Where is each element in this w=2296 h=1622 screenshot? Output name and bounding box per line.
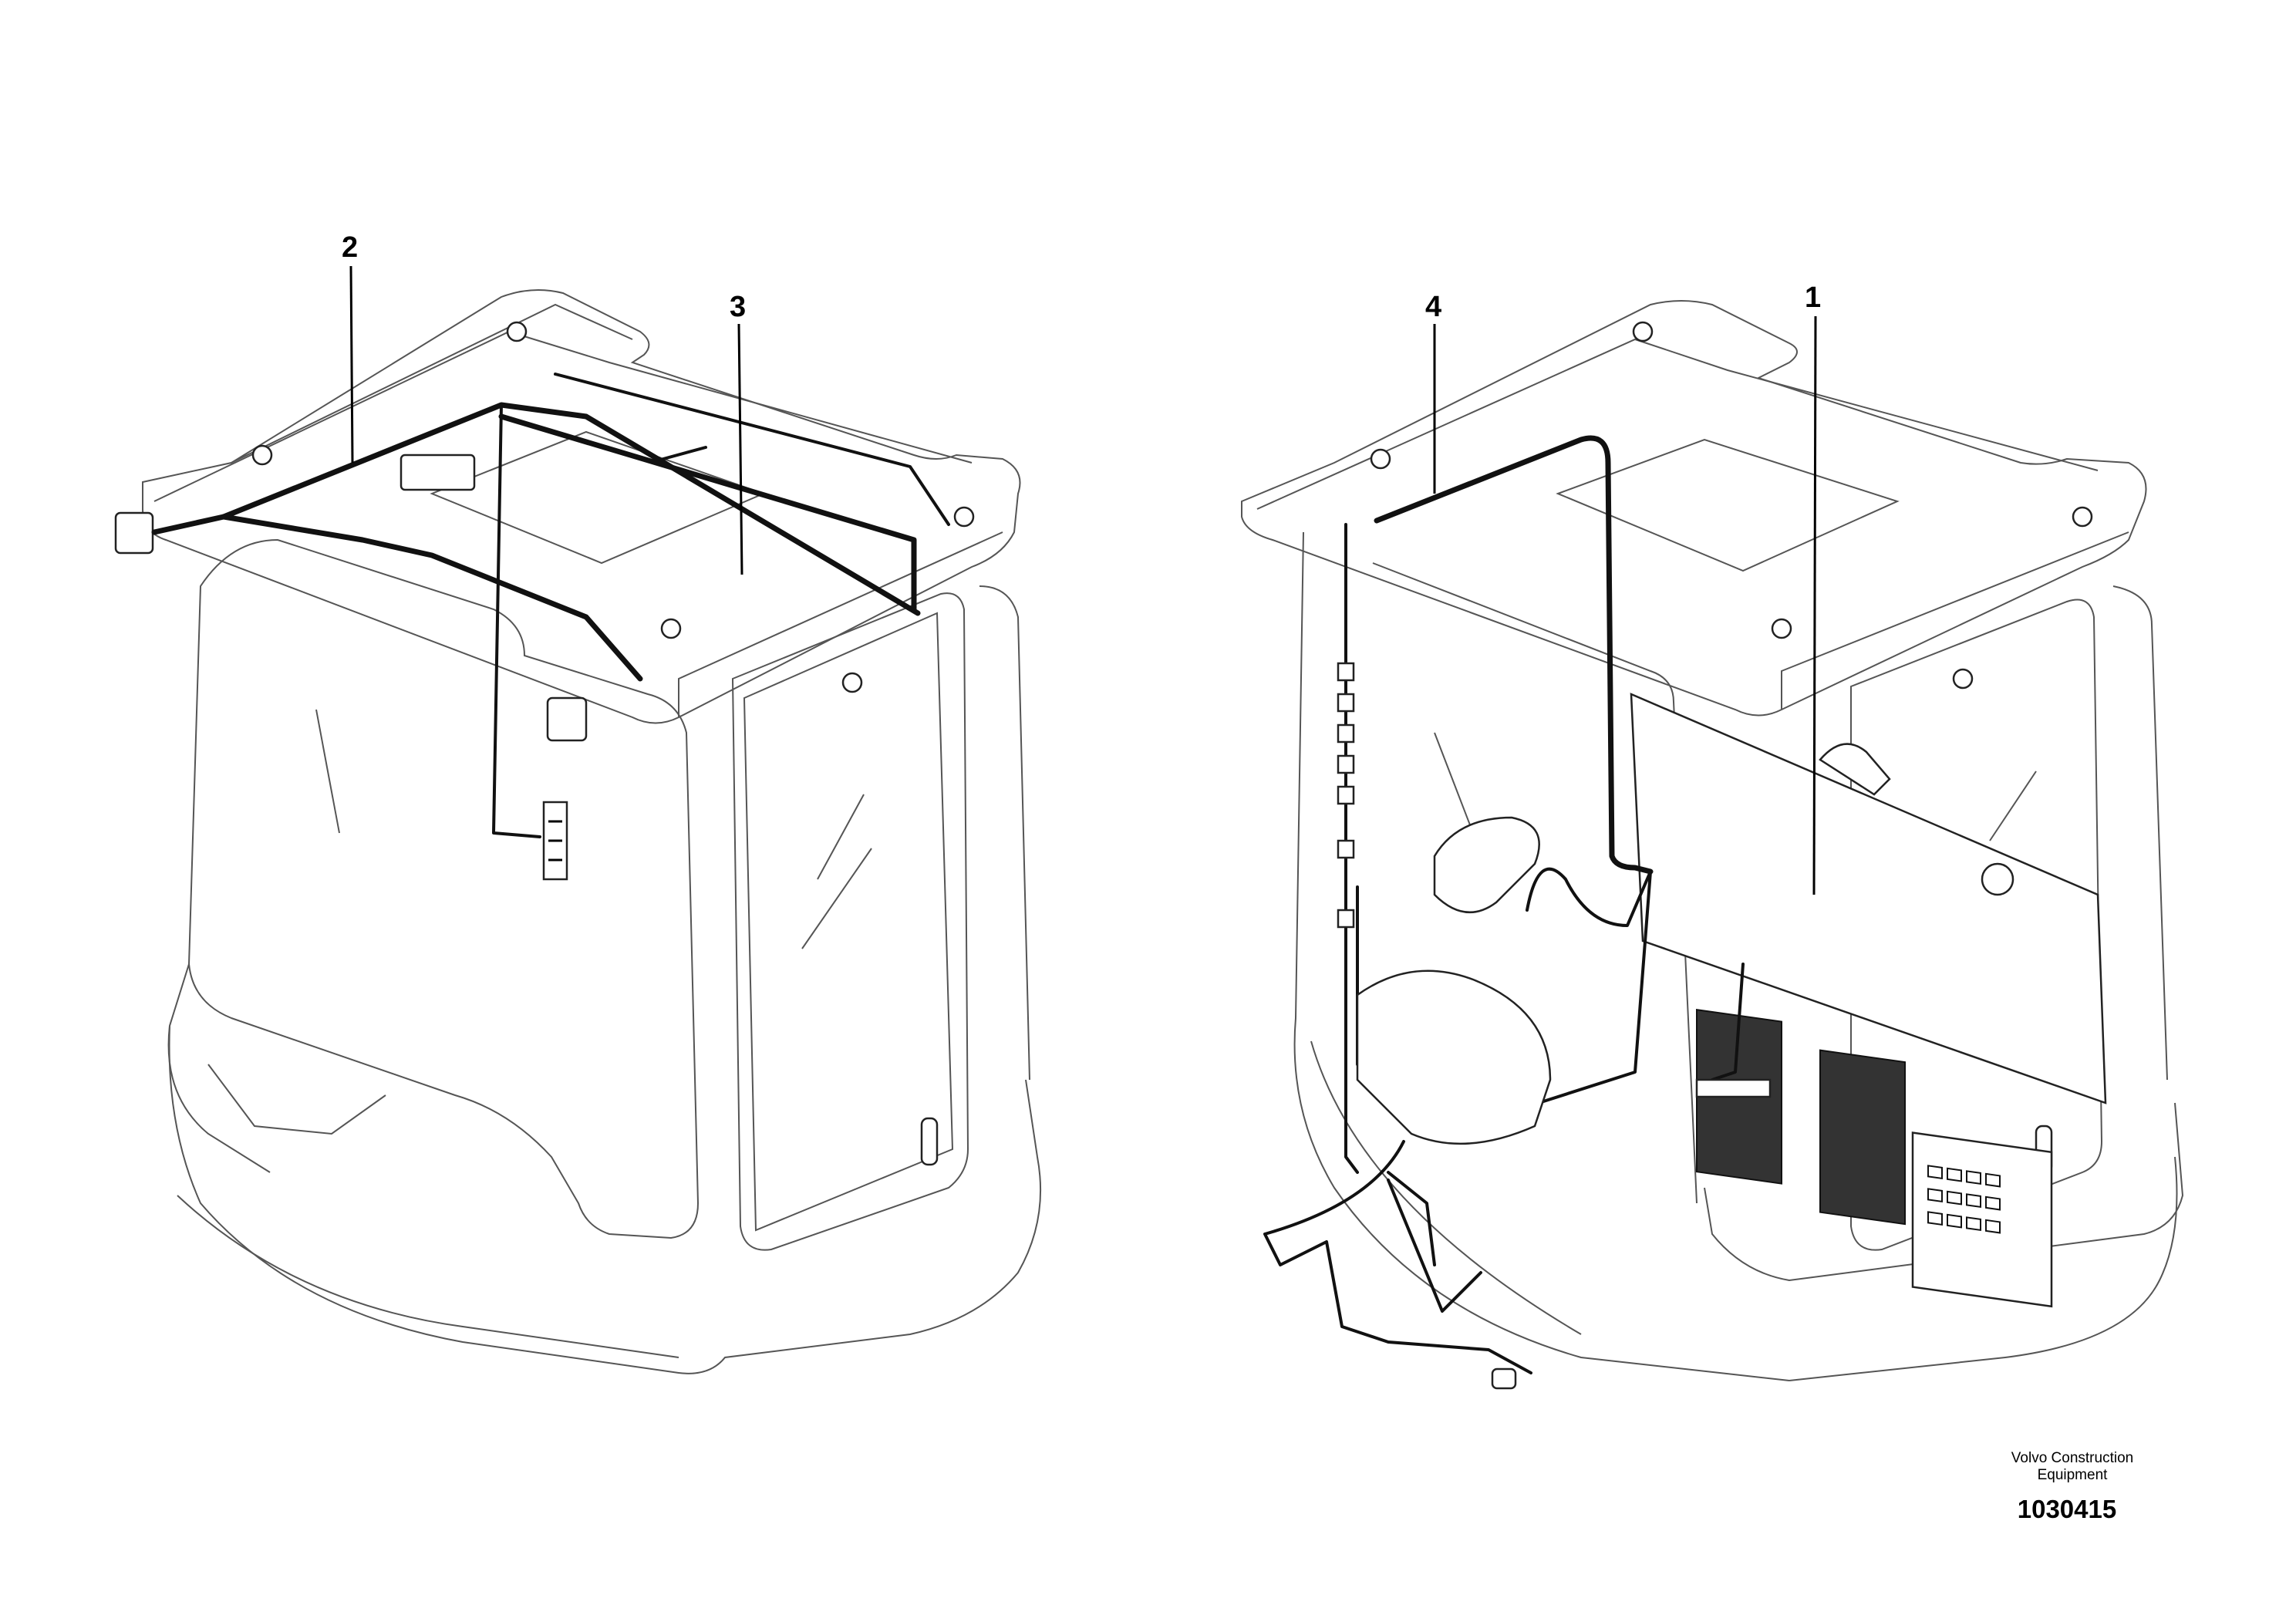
right-cab-roof xyxy=(1241,300,2147,717)
manufacturer-line2: Equipment xyxy=(2037,1467,2108,1483)
callout-1-label: 1 xyxy=(1805,282,1821,314)
right-cab xyxy=(1241,300,2184,1381)
callout-4: 4 xyxy=(1425,291,1441,494)
right-cab-switch-strip xyxy=(1695,1078,1772,1098)
callout-1: 1 xyxy=(1805,282,1821,895)
left-harness-junction xyxy=(400,454,476,491)
right-harness-connectors xyxy=(1337,662,1355,929)
left-cab-work-lamp-right xyxy=(546,696,588,742)
left-harness-roof xyxy=(151,373,950,881)
manufacturer-label: Volvo Construction Equipment xyxy=(1972,1450,2173,1484)
left-cab-work-lamp-left xyxy=(114,511,154,555)
right-harness xyxy=(1263,435,1772,1390)
left-cab xyxy=(114,289,1042,1374)
callout-4-label: 4 xyxy=(1425,291,1441,323)
callout-2: 2 xyxy=(342,231,358,464)
manufacturer-line1: Volvo Construction xyxy=(2011,1450,2134,1466)
right-cab-instrument-console xyxy=(1356,969,1552,1145)
callout-3-label: 3 xyxy=(730,291,746,323)
callout-2-label: 2 xyxy=(342,231,358,264)
right-cab-electrical-panel xyxy=(1630,693,2107,1308)
left-cab-windshield xyxy=(187,538,700,1239)
left-cab-door xyxy=(731,592,969,1251)
right-cab-joystick xyxy=(1433,816,1540,914)
callout-3: 3 xyxy=(730,291,746,575)
document-number: 1030415 xyxy=(2017,1495,2117,1523)
right-cab-side-window xyxy=(1850,599,2103,1251)
left-cab-lower-body xyxy=(168,1025,1042,1374)
left-cab-roof xyxy=(142,289,1021,724)
